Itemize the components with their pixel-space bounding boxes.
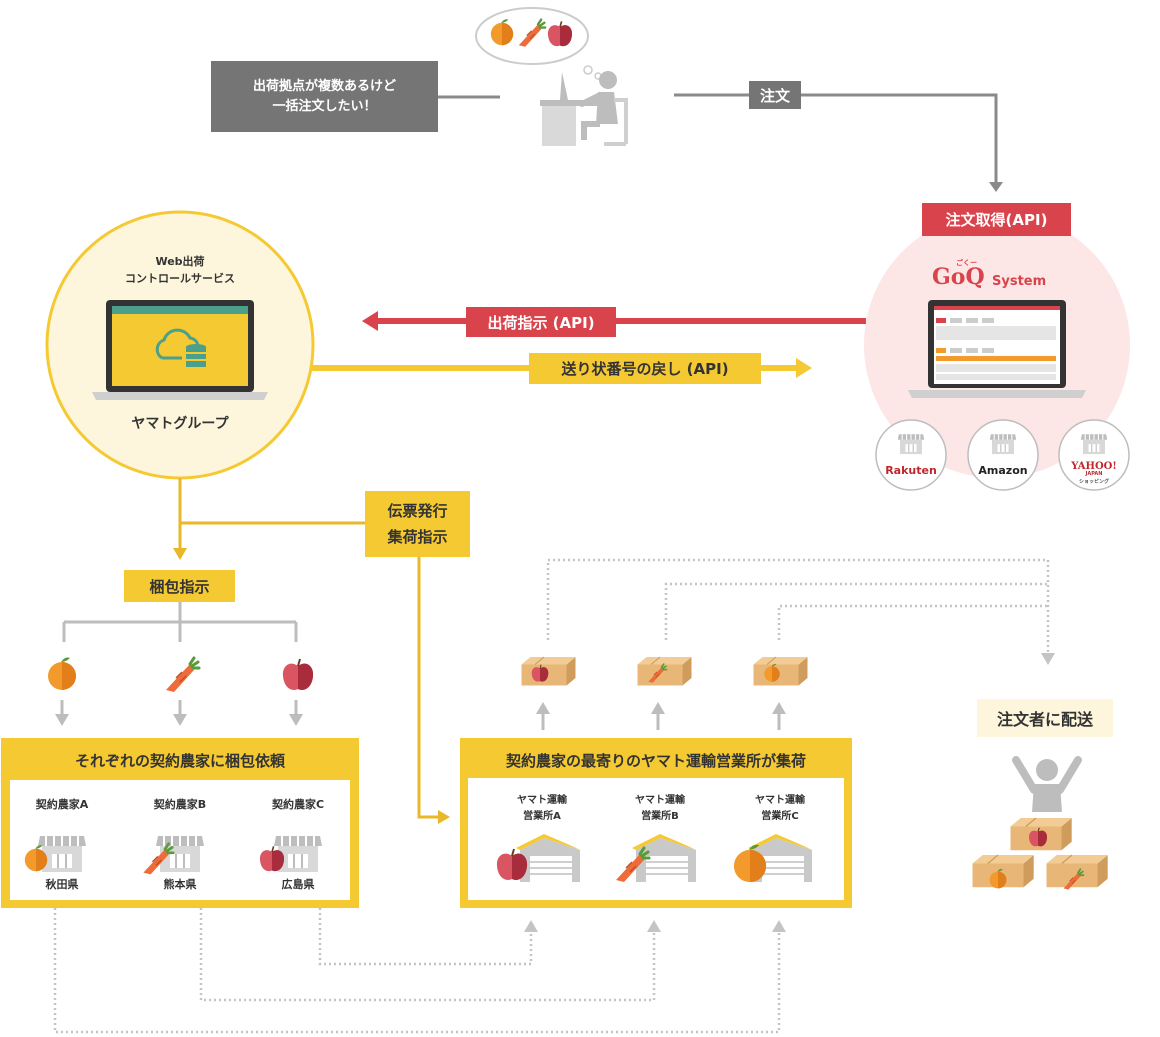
farm-b-name: 契約農家B bbox=[153, 798, 207, 811]
farm-a-name: 契約農家A bbox=[35, 798, 89, 811]
orange-icon bbox=[48, 657, 76, 690]
shop-name-amazon: Amazon bbox=[978, 463, 1028, 477]
tracking-return-label: 送り状番号の戻し (API) bbox=[529, 353, 761, 384]
order-label: 注文 bbox=[749, 81, 801, 109]
shop-rakuten bbox=[875, 419, 947, 491]
goq-laptop-icon bbox=[908, 300, 1086, 398]
shop-yahoo-sub2: ショッピング bbox=[1078, 478, 1109, 485]
arrow-head-right bbox=[796, 358, 812, 378]
shop-name-rakuten: Rakuten bbox=[885, 463, 937, 477]
shop-yahoo-sub: JAPAN bbox=[1085, 471, 1103, 477]
office-a-name: ヤマト運輸 営業所A bbox=[517, 795, 567, 822]
carrot-icon bbox=[164, 656, 201, 694]
yamato-service-title: Web出荷 コントロールサービス bbox=[125, 255, 235, 285]
farm-c-name: 契約農家C bbox=[271, 798, 325, 811]
thought-bubble bbox=[475, 7, 602, 80]
ship-instruction-label: 出荷指示 (API) bbox=[466, 307, 616, 337]
apple-icon bbox=[281, 658, 315, 691]
shop-name-yahoo: YAHOO! bbox=[1071, 460, 1117, 472]
shop-amazon bbox=[967, 419, 1039, 491]
office-b-name: ヤマト運輸 営業所B bbox=[635, 795, 685, 822]
offices-title: 契約農家の最寄りのヤマト運輸営業所が集荷 bbox=[505, 751, 806, 770]
arrow-head-left bbox=[362, 311, 378, 331]
yamato-laptop-icon bbox=[92, 300, 268, 400]
goq-logo: ごくー GoQ System bbox=[932, 258, 1062, 294]
packing-label: 梱包指示 bbox=[124, 570, 235, 602]
slip-pickup-label: 伝票発行 集荷指示 bbox=[365, 491, 470, 557]
farm-c-pref: 広島県 bbox=[281, 878, 315, 891]
office-c-name: ヤマト運輸 営業所C bbox=[755, 795, 805, 822]
farms-title: それぞれの契約農家に梱包依頼 bbox=[74, 751, 285, 770]
recipient-icon bbox=[1012, 756, 1082, 812]
arrow-head-down bbox=[989, 182, 1003, 192]
goq-logo-small: ごくー bbox=[956, 259, 977, 267]
customer-at-desk-icon bbox=[540, 71, 628, 146]
goq-logo-main: GoQ bbox=[932, 264, 985, 290]
goq-logo-system: System bbox=[992, 274, 1047, 289]
yamato-group-label: ヤマトグループ bbox=[131, 416, 229, 432]
delivery-label: 注文者に配送 bbox=[977, 699, 1113, 737]
order-fetch-label: 注文取得(API) bbox=[922, 203, 1071, 236]
shop-yahoo bbox=[1058, 419, 1130, 491]
farm-a-pref: 秋田県 bbox=[45, 878, 79, 891]
farm-b-pref: 熊本県 bbox=[163, 878, 197, 891]
customer-speech-box: 出荷拠点が複数あるけど 一括注文したい！ bbox=[211, 61, 438, 132]
